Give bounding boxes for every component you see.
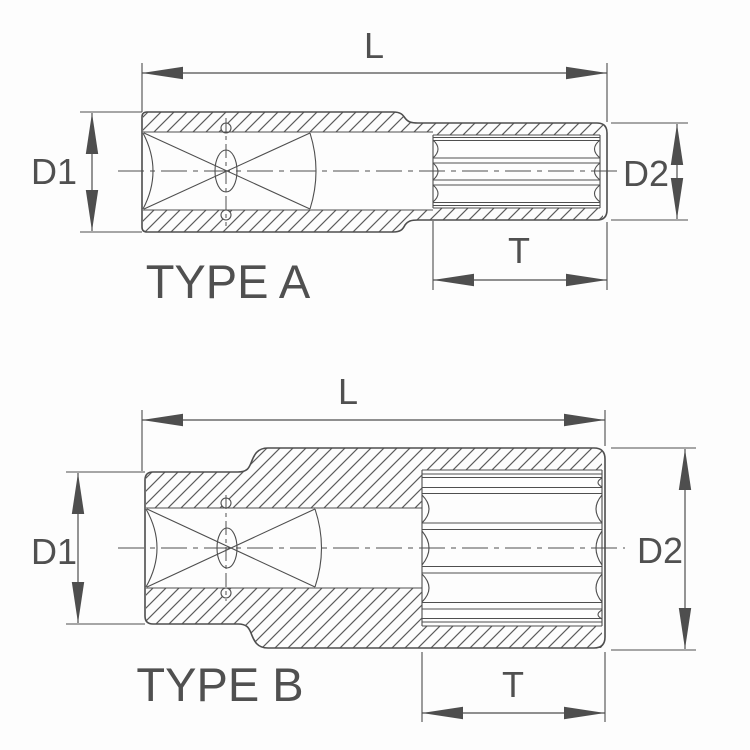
type-a-hatch-top bbox=[143, 112, 603, 135]
type-a-bore-lines bbox=[143, 131, 433, 211]
type-b-dimension-t: T bbox=[421, 652, 606, 722]
type-a-dimension-d1: D1 bbox=[31, 111, 142, 233]
type-b-spline-section bbox=[421, 469, 603, 627]
type-a-spline-ridges bbox=[433, 136, 600, 207]
type-a-dimension-length: L bbox=[141, 25, 608, 122]
type-a-hatch-bottom bbox=[143, 208, 603, 232]
type-b-dimension-d2: D2 bbox=[611, 447, 696, 651]
type-a-dimension-t: T bbox=[432, 221, 608, 290]
type-a-t-label: T bbox=[508, 230, 530, 271]
type-a-body-outline bbox=[141, 111, 608, 233]
type-b-bore-lines bbox=[146, 507, 422, 589]
figure-type-a: L D1 D2 T TYPE A bbox=[31, 25, 688, 308]
type-b-d2-label: D2 bbox=[637, 530, 683, 571]
type-b-d1-label: D1 bbox=[31, 531, 77, 572]
type-b-caption: TYPE B bbox=[136, 658, 303, 711]
type-a-length-label: L bbox=[364, 25, 384, 66]
type-b-spline-ridges bbox=[422, 473, 602, 623]
type-a-spline-scallops-right bbox=[593, 139, 601, 203]
type-a-caption: TYPE A bbox=[146, 255, 311, 308]
type-b-t-label: T bbox=[502, 664, 524, 705]
type-b-spline-scallops-left bbox=[421, 494, 430, 603]
type-a-spline-section bbox=[432, 134, 601, 209]
type-b-dimension-d1: D1 bbox=[31, 471, 145, 625]
type-b-hatch-top bbox=[146, 448, 602, 508]
type-b-dimension-length: L bbox=[141, 371, 606, 471]
type-b-hatch-bottom bbox=[146, 588, 602, 648]
type-b-spline-scallops-right bbox=[595, 477, 603, 620]
type-b-body-outline bbox=[144, 447, 606, 649]
figure-type-b: L D1 D2 T TYPE B bbox=[31, 371, 696, 722]
type-a-spline-scallops-left bbox=[432, 139, 439, 203]
type-b-length-label: L bbox=[338, 371, 358, 412]
type-a-d1-label: D1 bbox=[31, 151, 77, 192]
type-a-d2-label: D2 bbox=[623, 153, 669, 194]
type-a-dimension-d2: D2 bbox=[611, 122, 688, 221]
